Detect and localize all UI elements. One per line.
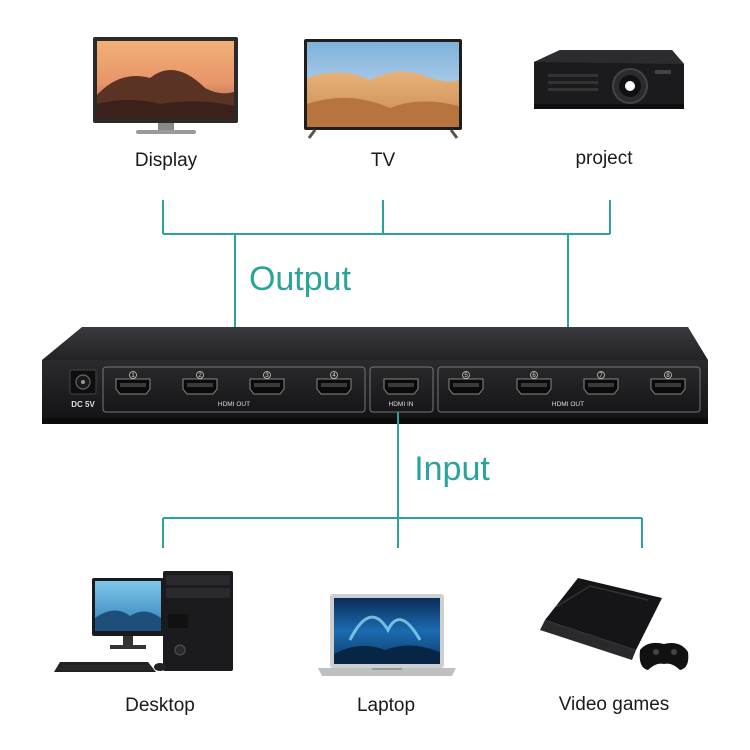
port-number-1: 1: [131, 373, 135, 379]
input-label-laptop: Laptop: [357, 695, 415, 716]
monitor-icon: [93, 37, 238, 134]
port-number-7: 7: [599, 373, 603, 379]
output-label-display: Display: [135, 150, 198, 171]
hdmi-out-port-8: [650, 378, 686, 395]
port-number-4: 4: [332, 373, 336, 379]
port-number-5: 5: [464, 373, 468, 379]
hdmi-out-port-2: [182, 378, 218, 395]
dc-power-label: DC 5V: [71, 400, 95, 409]
hdmi-out-panel-left: [102, 366, 366, 413]
hdmi-out-panel-right: [437, 366, 701, 413]
hdmi-out-port-5: [448, 378, 484, 395]
output-label-project: project: [575, 148, 633, 169]
hdmi-in-label: HDMI IN: [389, 401, 414, 408]
hdmi-out-port-1: [115, 378, 151, 395]
hdmi-out-label-left: HDMI OUT: [218, 401, 250, 408]
dc-power-jack: [69, 369, 97, 395]
port-number-3: 3: [265, 373, 269, 379]
hdmi-out-port-7: [583, 378, 619, 395]
port-number-6: 6: [532, 373, 536, 379]
input-section-label: Input: [414, 450, 490, 488]
input-connector-lines: [162, 412, 643, 548]
port-number-2: 2: [198, 373, 202, 379]
game-console-icon: [540, 578, 689, 670]
hdmi-splitter-device: DC 5V HDMI OUT HDMI IN HDMI OUT: [42, 327, 708, 424]
desktop-pc-icon: [54, 571, 233, 672]
output-section-label: Output: [249, 260, 352, 298]
tv-icon: [304, 39, 462, 139]
hdmi-out-port-6: [516, 378, 552, 395]
hdmi-in-port: [383, 378, 419, 395]
input-label-video-games: Video games: [559, 694, 670, 715]
output-label-tv: TV: [371, 150, 396, 171]
input-label-desktop: Desktop: [125, 695, 195, 716]
hdmi-out-port-4: [316, 378, 352, 395]
laptop-icon: [318, 594, 456, 676]
projector-icon: [534, 50, 684, 109]
hdmi-in-panel: [369, 366, 434, 413]
hdmi-out-port-3: [249, 378, 285, 395]
port-number-8: 8: [666, 373, 670, 379]
hdmi-out-label-right: HDMI OUT: [552, 401, 584, 408]
